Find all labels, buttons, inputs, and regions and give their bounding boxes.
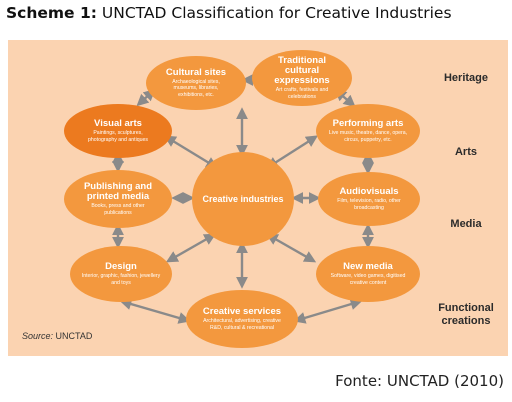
node-creative-services: Creative services Architectural, adverti… [186,290,298,348]
row-label-functional-creations: Functional creations [438,302,494,327]
node-name: Traditional cultural expressions [274,55,330,87]
node-visual-arts: Visual arts Paintings, sculptures, photo… [64,104,172,158]
node-audiovisuals: Audiovisuals Film, television, radio, ot… [318,172,420,226]
arrow-newmedia-center [265,233,317,263]
arrow-visual-center [163,135,219,169]
node-traditional-cultural-expressions: Traditional cultural expressions Art cra… [252,50,352,106]
node-creative-industries: Creative industries [192,152,294,246]
figure-title-prefix: Scheme 1: [6,4,97,22]
node-description: Interior, graphic, fashion, jewellery an… [81,273,161,286]
figure-title-text: UNCTAD Classification for Creative Indus… [101,4,452,22]
row-label-media: Media [450,218,482,230]
footer-citation: Fonte: UNCTAD (2010) [335,372,504,390]
arrow-design-center [165,233,217,263]
source-label: Source: [22,331,54,341]
node-description: Software, video games, digitised creativ… [330,273,406,286]
row-label-heritage: Heritage [443,72,489,84]
node-name: Performing arts [332,118,404,130]
node-publishing-printed-media: Publishing and printed media Books, pres… [64,170,172,228]
node-description: Paintings, sculptures, photography and a… [88,130,148,143]
node-name: Cultural sites [165,66,227,78]
arrow-newmedia-services [293,298,363,324]
node-name: New media [343,261,393,273]
node-description: Archaeological sites, museums, libraries… [172,78,220,98]
row-label-arts: Arts [454,146,477,158]
arrow-design-services [119,298,191,324]
node-cultural-sites: Cultural sites Archaeological sites, mus… [146,56,246,110]
arrow-performing-center [265,135,319,169]
node-description: Art crafts, festivals and celebrations [275,87,329,100]
node-new-media: New media Software, video games, digitis… [316,246,420,302]
node-name: Creative services [202,306,282,318]
node-design: Design Interior, graphic, fashion, jewel… [70,246,172,302]
node-name: Design [105,261,137,273]
figure-title: Scheme 1: UNCTAD Classification for Crea… [6,4,452,22]
node-description: Architectural, advertising, creative R&D… [203,318,281,331]
node-name: Publishing and printed media [83,181,153,203]
source-note: Source: UNCTAD [22,331,92,341]
node-description: Live music, theatre, dance, opera, circu… [328,130,408,143]
node-description: Film, television, radio, other broadcast… [337,198,401,211]
node-performing-arts: Performing arts Live music, theatre, dan… [316,104,420,158]
node-description: Books, press and other publications [91,203,145,216]
node-name: Audiovisuals [339,186,399,198]
node-name: Visual arts [94,118,142,130]
node-name: Creative industries [202,194,284,204]
source-value: UNCTAD [55,331,93,341]
